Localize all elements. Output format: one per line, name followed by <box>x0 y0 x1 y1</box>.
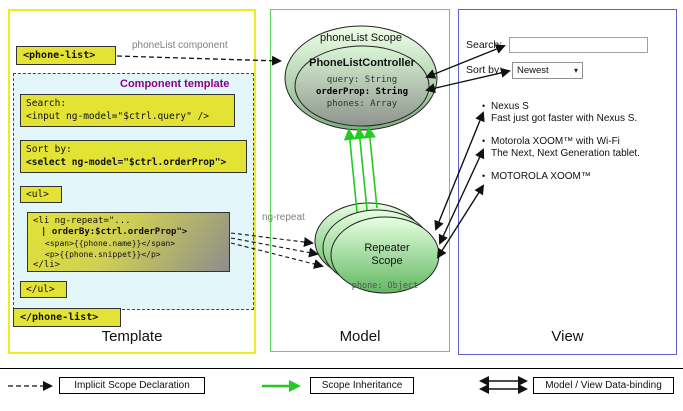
li-code-line4: <p>{{phone.snippet}}</p> <box>45 250 161 259</box>
bullet-icon: • <box>482 136 486 146</box>
legend-data-binding: Model / View Data-binding <box>533 377 674 394</box>
search-code-line1: Search: <box>26 98 67 109</box>
bullet-icon: • <box>482 101 486 111</box>
phonelist-component-label: phoneList component <box>132 40 228 51</box>
ul-close-box: </ul> <box>20 281 67 298</box>
sort-code-line2: <select ng-model="$ctrl.orderProp"> <box>26 157 227 168</box>
list-item: • MOTOROLA XOOM™ <box>480 171 676 182</box>
template-label: Template <box>101 328 163 345</box>
view-label: View <box>551 328 584 345</box>
ul-open-box: <ul> <box>20 186 62 203</box>
li-repeat-box: <li ng-repeat="... | orderBy:$ctrl.order… <box>27 212 230 272</box>
li-code-line1: <li ng-repeat="... <box>33 216 131 226</box>
phone-name: MOTOROLA XOOM™ <box>491 171 591 182</box>
search-code-line2: <input ng-model="$ctrl.query" /> <box>26 111 210 122</box>
sort-code-line1: Sort by: <box>26 144 72 155</box>
ng-repeat-label: ng-repeat <box>262 212 305 223</box>
model-label: Model <box>339 328 381 345</box>
phone-snippet: The Next, Next Generation tablet. <box>491 148 640 159</box>
li-code-line5: </li> <box>33 260 61 270</box>
sort-select-value: Newest <box>517 65 549 76</box>
phone-list-view: • Nexus S Fast just got faster with Nexu… <box>480 101 676 192</box>
sort-code-box: Sort by: <select ng-model="$ctrl.orderPr… <box>20 140 247 173</box>
legend-implicit-scope: Implicit Scope Declaration <box>59 377 205 394</box>
model-panel <box>270 9 450 352</box>
legend-scope-inheritance: Scope Inheritance <box>310 377 414 394</box>
sort-select[interactable]: Newest ▾ <box>512 62 583 79</box>
search-input[interactable] <box>509 37 648 53</box>
phone-name: Motorola XOOM™ with Wi-Fi <box>491 136 620 147</box>
view-sort-label: Sort by: <box>466 64 503 76</box>
li-code-line2: | orderBy:$ctrl.orderProp"> <box>41 227 188 237</box>
legend-divider <box>0 368 683 369</box>
search-code-box: Search: <input ng-model="$ctrl.query" /> <box>20 94 235 127</box>
phone-list-close-tag: </phone-list> <box>13 308 121 327</box>
component-template-title: Component template <box>120 78 230 90</box>
li-code-line3: <span>{{phone.name}}</span> <box>45 239 176 248</box>
phone-list-open-tag: <phone-list> <box>16 46 116 65</box>
view-search-label: Search: <box>466 39 503 51</box>
phone-name: Nexus S <box>491 101 529 112</box>
dropdown-arrow-icon: ▾ <box>573 66 578 75</box>
bullet-icon: • <box>482 171 486 181</box>
phone-snippet: Fast just got faster with Nexus S. <box>491 113 638 124</box>
list-item: • Nexus S Fast just got faster with Nexu… <box>480 101 676 126</box>
list-item: • Motorola XOOM™ with Wi-Fi The Next, Ne… <box>480 136 676 161</box>
